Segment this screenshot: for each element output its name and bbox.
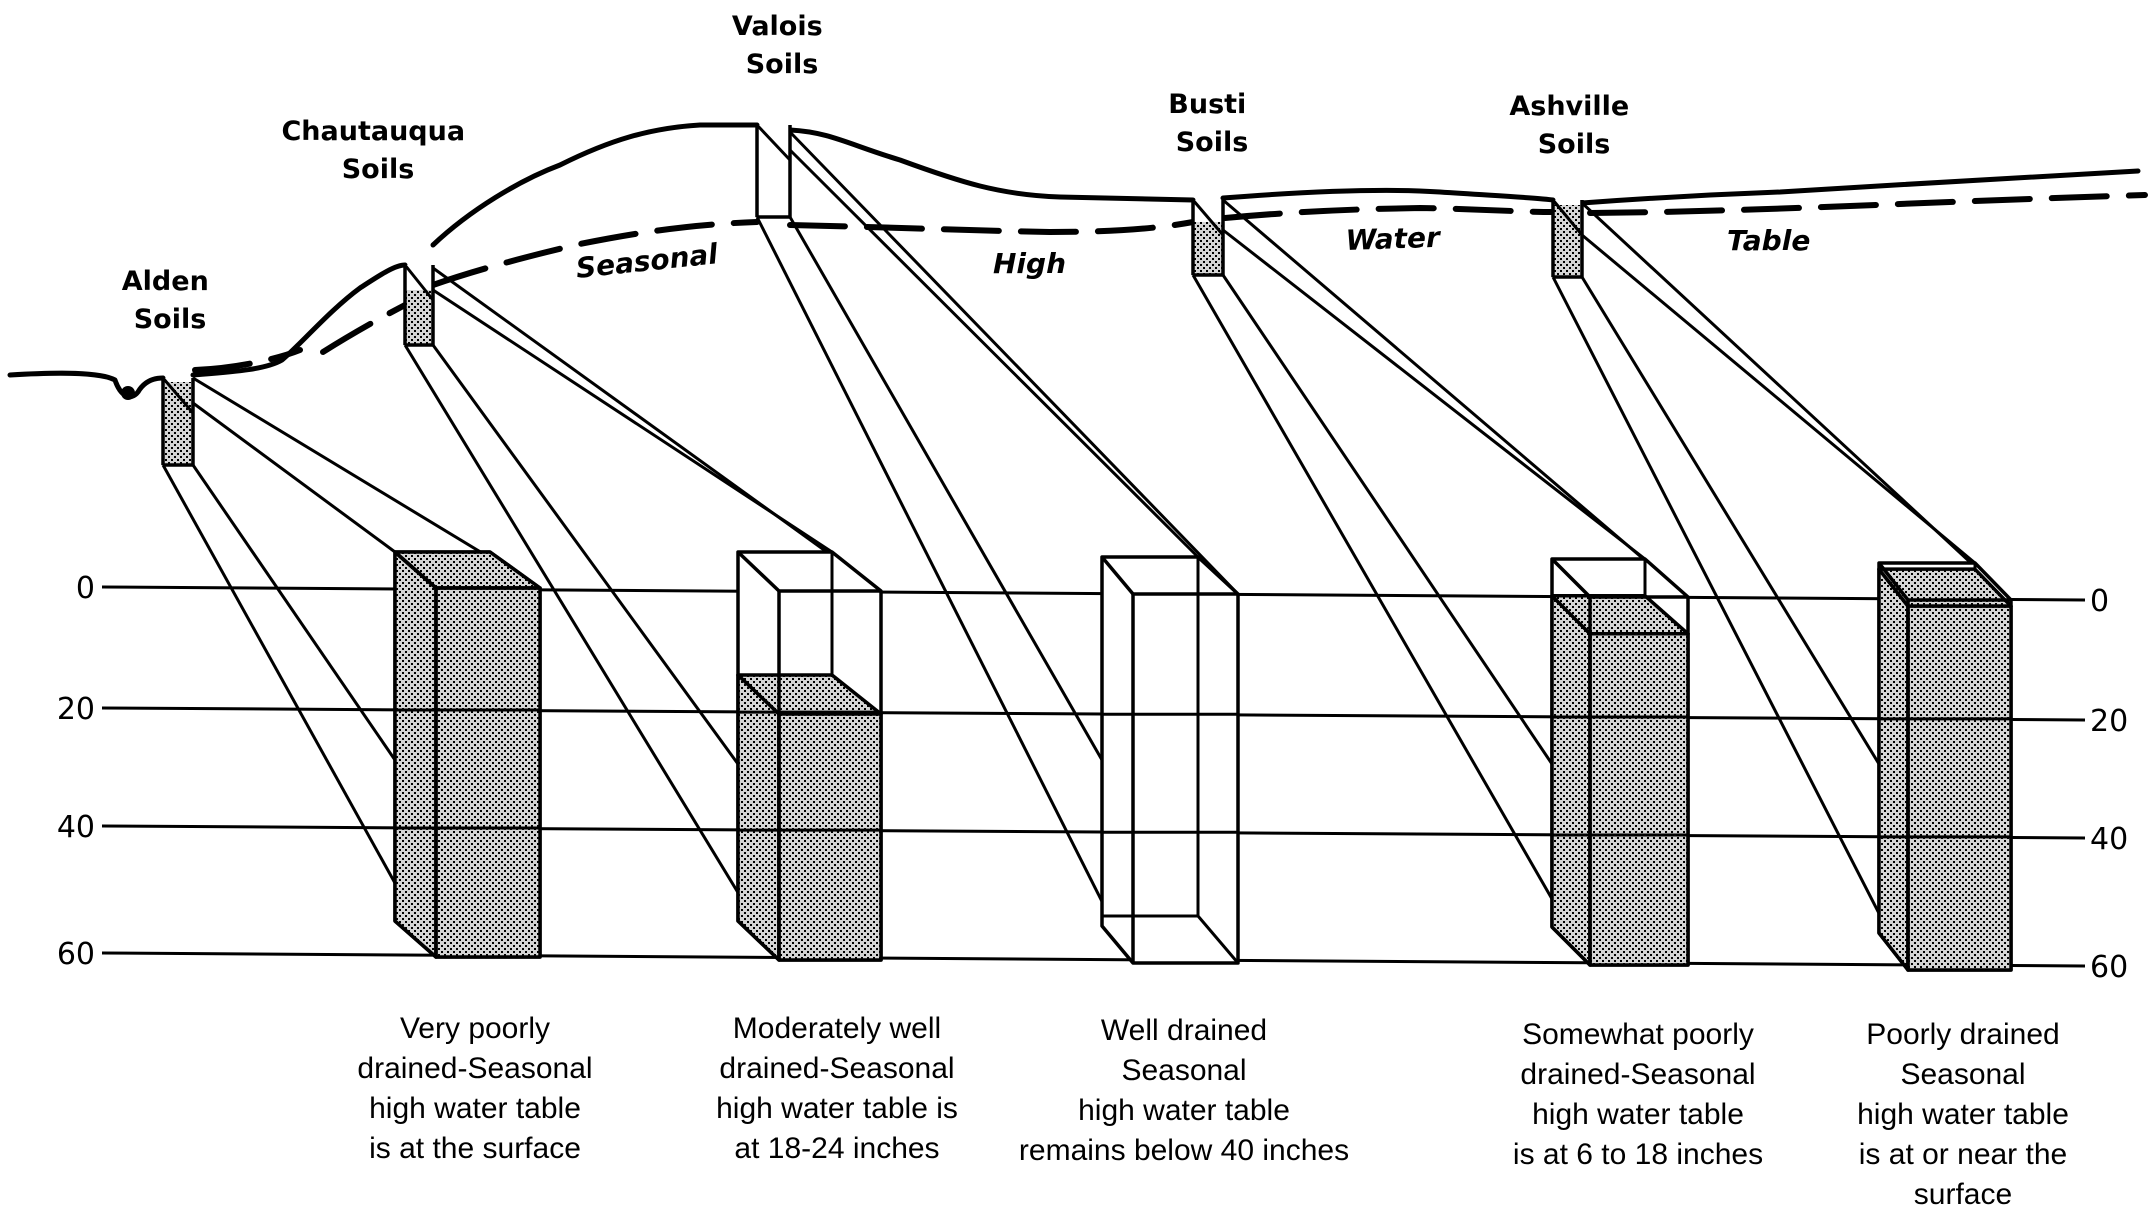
caption-alden: Very poorly drained-Seasonal high water ta… [357,1012,592,1165]
saturated-side-face [1550,594,1592,967]
depth-label-left-20: 20 [57,692,95,727]
profile-block-chautauqua [736,550,883,962]
caption-line: Seasonal [1900,1058,2025,1091]
surface-column-ashville [1551,199,1584,279]
caption-line: drained-Seasonal [357,1052,592,1085]
depth-labels-right: 0 20 40 60 [2090,584,2128,985]
word-table: Table [1727,224,1810,257]
surface-columns [161,123,1584,467]
saturated-front-face [777,712,883,962]
caption-line: at 18-24 inches [734,1132,939,1165]
saturated-side-face [393,550,438,959]
landscape [7,122,2148,400]
caption-line: Seasonal [1121,1054,1246,1087]
label-chautauqua: Chautauqua Soils [281,116,474,185]
caption-line: high water table [1532,1098,1744,1131]
label-valois: Valois Soils [732,11,832,80]
profile-captions: Very poorly drained-Seasonal high water ta… [357,1012,2069,1211]
profile-block-ashville [1877,561,2013,972]
depth-label-right-40: 40 [2090,822,2128,857]
word-high: High [993,247,1066,280]
caption-line: Moderately well [733,1012,941,1045]
caption-line: is at the surface [369,1132,581,1165]
surface-column-alden [161,377,195,467]
caption-line: high water table [369,1092,581,1125]
depth-line-60 [101,951,2086,968]
caption-line: high water table [1857,1098,2069,1131]
profile-block-alden [393,550,542,959]
column-saturated-zone [405,290,433,345]
top-left-edge [736,550,781,593]
depth-label-right-20: 20 [2090,704,2128,739]
depth-label-left-0: 0 [76,571,95,606]
top-left-edge [1877,561,1910,602]
caption-line: is at 6 to 18 inches [1513,1138,1763,1171]
back-diagonal [1196,915,1240,964]
label-alden: Alden Soils [122,266,218,335]
word-water: Water [1345,221,1442,257]
surface-column-chautauqua [403,264,435,347]
caption-line: drained-Seasonal [1520,1058,1755,1091]
top-left-edge [393,550,438,590]
caption-line: Poorly drained [1866,1018,2059,1051]
caption-line: Very poorly [400,1012,550,1045]
profile-block-busti [1550,557,1690,967]
water-table-words: Seasonal High Water Table [574,221,1810,285]
word-seasonal: Seasonal [574,237,719,285]
pond-icon [121,386,135,400]
caption-line: remains below 40 inches [1019,1134,1349,1167]
depth-label-left-40: 40 [57,810,95,845]
caption-line: Somewhat poorly [1522,1018,1754,1051]
depth-label-right-60: 60 [2090,950,2128,985]
label-busti: Busti Soils [1168,89,1255,158]
top-left-edge [1100,555,1135,596]
saturated-side-face [1877,567,1910,972]
label-ashville: Ashville Soils [1509,91,1638,160]
depth-label-right-0: 0 [2090,584,2109,619]
profile-block-valois [1100,555,1240,965]
caption-line: high water table is [716,1092,958,1125]
caption-line: drained-Seasonal [719,1052,954,1085]
depth-label-left-60: 60 [57,937,95,972]
block-outline [1100,555,1240,965]
ground-surface [7,122,2141,400]
caption-line: Well drained [1101,1014,1267,1047]
saturated-side-face [736,673,781,962]
caption-line: high water table [1078,1094,1290,1127]
caption-busti: Somewhat poorly drained-Seasonal high wate… [1513,1018,1763,1171]
depth-labels-left: 0 20 40 60 [57,571,95,972]
soil-labels: Alden Soils Chautauqua Soils Valois Soil… [122,11,1638,335]
water-table-line [192,192,2148,373]
saturated-front-face [1906,604,2013,972]
caption-line: surface [1914,1178,2012,1209]
top-left-edge [1550,557,1592,599]
saturated-front-face [434,586,542,959]
connector-lines [161,130,2013,971]
surface-column-busti [1191,199,1225,277]
caption-chautauqua: Moderately well drained-Seasonal high wate… [716,1012,958,1165]
surface-column-valois [755,123,792,219]
caption-line: is at or near the [1859,1138,2067,1171]
profile-blocks [393,550,2013,972]
saturated-front-face [1588,632,1690,967]
